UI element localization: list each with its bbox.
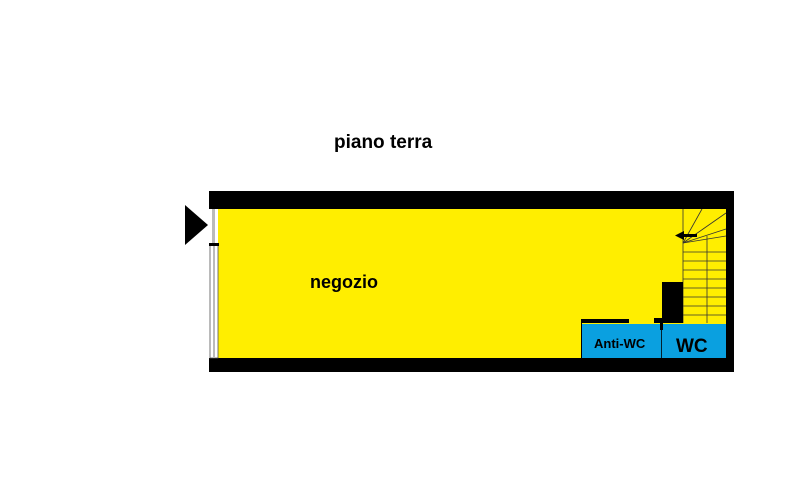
wall-block bbox=[662, 282, 683, 323]
room-antiwc bbox=[581, 324, 662, 358]
wall-stub bbox=[654, 318, 663, 323]
arrow-left-icon bbox=[675, 231, 697, 240]
window-frame bbox=[209, 243, 219, 246]
stairs bbox=[682, 208, 727, 323]
room-wc bbox=[662, 324, 726, 358]
label-negozio: negozio bbox=[310, 272, 378, 292]
antiwc-wall bbox=[581, 323, 582, 358]
entrance-triangle-icon bbox=[185, 205, 208, 245]
wall-stub-2 bbox=[660, 318, 663, 330]
label-antiwc: Anti-WC bbox=[594, 336, 646, 351]
antiwc-door-wall bbox=[581, 319, 629, 323]
floor-title: piano terra bbox=[334, 132, 433, 153]
window-glass bbox=[213, 245, 215, 357]
label-wc: WC bbox=[676, 336, 708, 357]
door-opening bbox=[212, 209, 215, 244]
